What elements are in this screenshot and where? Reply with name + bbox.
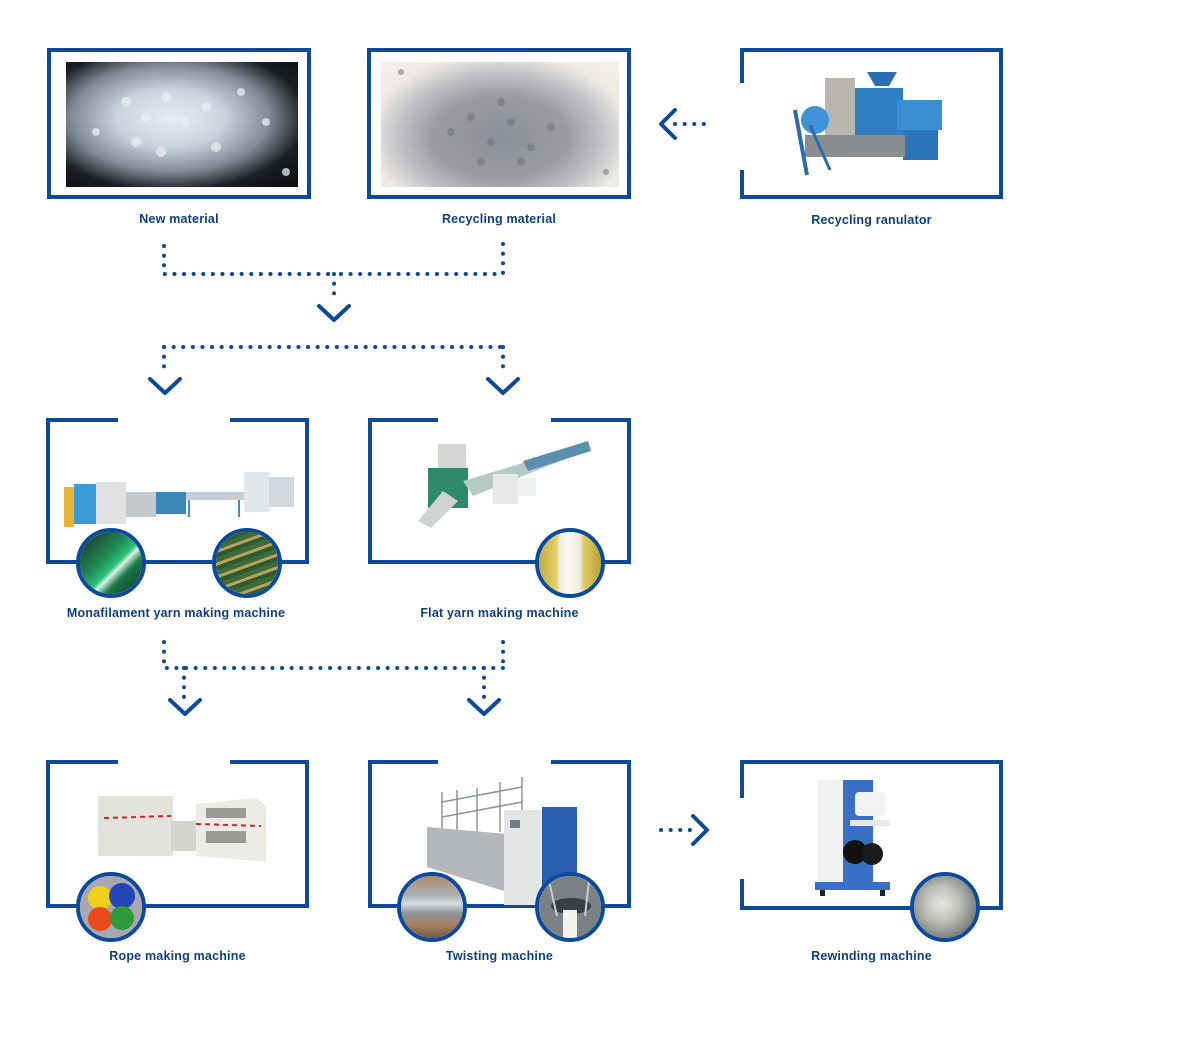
arrow-down-merge [317, 304, 351, 322]
rope-machine-photo [98, 796, 266, 862]
label-recycling-granulator: Recycling ranulator [811, 213, 932, 227]
node-rewinding [740, 760, 1003, 910]
arrow-down-rope [168, 698, 202, 716]
inset-yarn-bobbins [535, 528, 605, 598]
arrow-right-rewind [691, 814, 709, 846]
inset-twisting-detail [397, 872, 467, 942]
pellet-texture [92, 88, 290, 176]
inset-spindle [535, 872, 605, 942]
node-new-material [47, 48, 311, 199]
label-rewinding: Rewinding machine [811, 949, 932, 963]
label-monofilament: Monafilament yarn making machine [66, 606, 286, 620]
rewinding-machine-photo [815, 780, 890, 896]
label-twisting: Twisting machine [445, 949, 554, 963]
arrow-down-flat-yarn [486, 377, 520, 395]
connector-recycling-material [332, 242, 505, 276]
arrow-down-twisting [467, 698, 501, 716]
recycling-material-photo [381, 62, 619, 187]
node-monofilament [46, 418, 309, 564]
arrow-left-granulator [659, 108, 677, 140]
node-rope [46, 760, 309, 908]
label-new-material: New material [139, 212, 219, 226]
node-flat-yarn [368, 418, 631, 564]
extrusion-line-photo [64, 472, 294, 527]
inset-green-filament [76, 528, 146, 598]
label-flat-yarn: Flat yarn making machine [420, 606, 579, 620]
node-recycling-material [367, 48, 631, 199]
pellet-texture [398, 69, 609, 175]
granulator-machine-photo [793, 72, 942, 176]
connector-new-material [162, 244, 336, 276]
arrow-down-monofilament [148, 377, 182, 395]
inset-colored-rope [76, 872, 146, 942]
connector-row2-left [162, 640, 505, 670]
label-rope: Rope making machine [109, 949, 246, 963]
inset-spool-rack [212, 528, 282, 598]
flat-yarn-line-photo [418, 441, 591, 528]
inset-yarn-roll [910, 872, 980, 942]
new-material-photo [66, 62, 298, 187]
node-recycling-granulator [740, 48, 1003, 199]
label-recycling-material: Recycling material [441, 212, 557, 226]
